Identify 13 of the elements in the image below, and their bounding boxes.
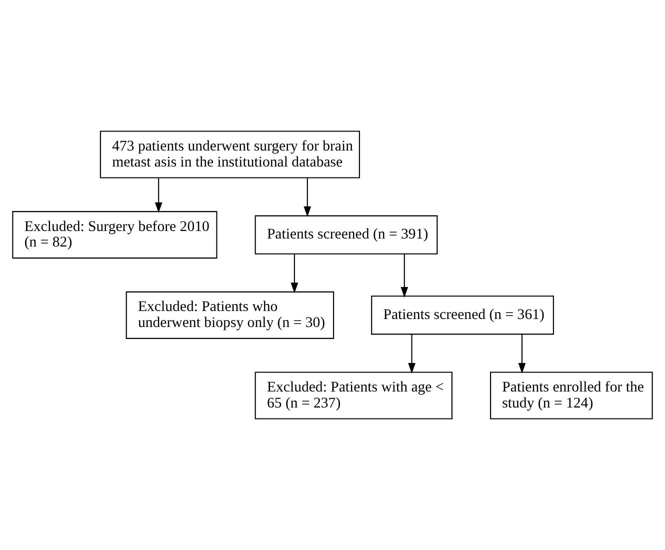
arrow: [518, 334, 526, 374]
node-box: Excluded: Patients who underwent biopsy only (n = 30): [126, 291, 334, 339]
arrow: [154, 178, 162, 213]
node-box: Patients screened (n = 391): [254, 215, 438, 254]
arrow: [400, 254, 408, 298]
arrow: [408, 334, 416, 374]
node-box: Excluded: Surgery before 2010 (n = 82): [12, 211, 218, 259]
arrow: [304, 178, 312, 217]
arrow: [290, 254, 298, 294]
node-box: 473 patients underwent surgery for brain metast asis in the institutional database: [100, 130, 360, 178]
node-box: Patients screened (n = 361): [371, 296, 554, 335]
node-box: Patients enrolled for the study (n = 124): [490, 372, 653, 420]
node-box: Excluded: Patients with age < 65 (n = 237): [254, 372, 452, 420]
